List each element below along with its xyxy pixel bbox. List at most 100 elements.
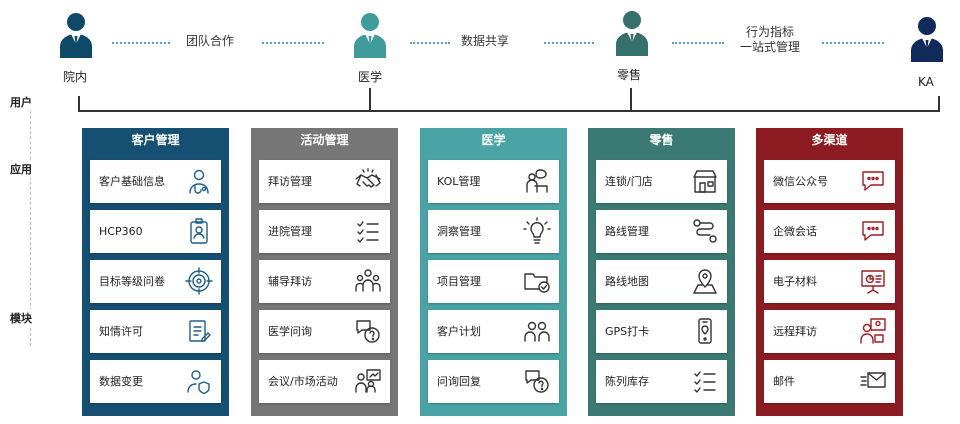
chat-bubble-icon [859, 217, 887, 245]
module-card-label: 项目管理 [437, 275, 481, 288]
user-role-label: KA [918, 75, 934, 89]
module-card: 项目管理 [428, 260, 559, 303]
connector-label: 行为指标一站式管理 [740, 25, 800, 55]
route-icon [691, 217, 719, 245]
connector-dots [822, 42, 884, 44]
chat-bubble-icon [859, 167, 887, 195]
module-card: 远程拜访 [764, 310, 895, 353]
module-card-label: HCP360 [99, 225, 143, 238]
folder-check-icon [523, 267, 551, 295]
person-shield-icon [185, 367, 213, 395]
module-card: 洞察管理 [428, 210, 559, 253]
connector-label-line: 数据共享 [461, 34, 510, 48]
speaker-icon [523, 167, 551, 195]
module-column-title: 活动管理 [300, 133, 349, 147]
module-card-label: 微信公众号 [773, 175, 828, 188]
module-card: 邮件 [764, 360, 895, 403]
question-chat-icon [354, 317, 382, 345]
phone-icon [691, 317, 719, 345]
module-column-2: 活动管理拜访管理进院管理辅导拜访医学问询会议/市场活动 [251, 128, 398, 416]
user-role-4-icon [907, 16, 947, 62]
module-card: 会议/市场活动 [259, 360, 390, 403]
module-card: 进院管理 [259, 210, 390, 253]
module-card: 企微会话 [764, 210, 895, 253]
meeting-icon [354, 367, 382, 395]
module-card-label: 问询回复 [437, 375, 481, 388]
connector-dots [262, 42, 324, 44]
module-card-label: KOL管理 [437, 175, 481, 188]
user-role-label: 医学 [358, 70, 383, 84]
module-column-5: 多渠道微信公众号企微会话电子材料远程拜访邮件 [756, 128, 903, 416]
module-card-label: 辅导拜访 [268, 275, 312, 288]
remote-visit-icon [859, 317, 887, 345]
map-pin-icon [691, 267, 719, 295]
module-card-label: 会议/市场活动 [268, 375, 338, 388]
module-card-label: 知情许可 [99, 325, 143, 338]
user-role-label: 零售 [617, 68, 642, 82]
lightbulb-icon [523, 217, 551, 245]
connector-label: 团队合作 [186, 34, 234, 49]
user-bracket-line [78, 110, 940, 112]
module-card-label: 远程拜访 [773, 325, 817, 338]
module-card: 连锁/门店 [596, 160, 727, 203]
module-card: GPS打卡 [596, 310, 727, 353]
connector-dots [410, 42, 450, 44]
module-card: 医学问询 [259, 310, 390, 353]
user-role-2-icon [350, 12, 390, 58]
module-card-label: 客户计划 [437, 325, 481, 338]
store-icon [691, 167, 719, 195]
question-chat-icon [523, 367, 551, 395]
target-icon [185, 267, 213, 295]
module-card-label: GPS打卡 [605, 325, 650, 338]
bracket-tick-right [938, 96, 940, 111]
axis-label-apps: 应用 [10, 160, 32, 178]
module-card-label: 电子材料 [773, 275, 817, 288]
module-card: 目标等级问卷 [90, 260, 221, 303]
module-column-3: 医学 KOL管理洞察管理项目管理客户计划问询回复 [420, 128, 567, 416]
module-card: 电子材料 [764, 260, 895, 303]
module-card: 拜访管理 [259, 160, 390, 203]
module-card-label: 洞察管理 [437, 225, 481, 238]
connector-dots [544, 42, 594, 44]
module-card: 客户计划 [428, 310, 559, 353]
module-card: 辅导拜访 [259, 260, 390, 303]
bracket-tick-left [78, 96, 80, 111]
module-card-label: 医学问询 [268, 325, 312, 338]
axis-label-modules: 模块 [10, 309, 32, 327]
module-column-title: 医学 [481, 133, 506, 147]
module-card-label: 路线地图 [605, 275, 649, 288]
module-card: 微信公众号 [764, 160, 895, 203]
doctor-icon [185, 167, 213, 195]
mail-icon [859, 367, 887, 395]
module-card-label: 邮件 [773, 375, 795, 388]
checklist-icon [691, 367, 719, 395]
checklist-icon [354, 217, 382, 245]
module-card-label: 数据变更 [99, 375, 143, 388]
module-card: 问询回复 [428, 360, 559, 403]
group-icon [354, 267, 382, 295]
module-card: 数据变更 [90, 360, 221, 403]
connector-label: 数据共享 [461, 34, 509, 49]
module-column-title: 零售 [649, 133, 674, 147]
axis-label-users: 用户 [10, 93, 32, 111]
presentation-icon [859, 267, 887, 295]
module-column-title: 多渠道 [811, 133, 848, 147]
module-card-label: 路线管理 [605, 225, 649, 238]
module-card: KOL管理 [428, 160, 559, 203]
connector-dots [672, 42, 724, 44]
module-card-label: 企微会话 [773, 225, 817, 238]
module-card-label: 目标等级问卷 [99, 275, 165, 288]
module-card-label: 陈列库存 [605, 375, 649, 388]
module-card: 路线管理 [596, 210, 727, 253]
module-card-label: 连锁/门店 [605, 175, 653, 188]
document-edit-icon [185, 317, 213, 345]
user-role-3-icon [612, 10, 652, 56]
module-column-4: 零售连锁/门店路线管理路线地图 GPS打卡陈列库存 [588, 128, 735, 416]
module-card: HCP360 [90, 210, 221, 253]
module-card: 路线地图 [596, 260, 727, 303]
handshake-icon [354, 167, 382, 195]
bracket-tick-medical [369, 88, 371, 111]
module-card-label: 客户基础信息 [99, 175, 165, 188]
user-role-1-icon [56, 12, 96, 58]
